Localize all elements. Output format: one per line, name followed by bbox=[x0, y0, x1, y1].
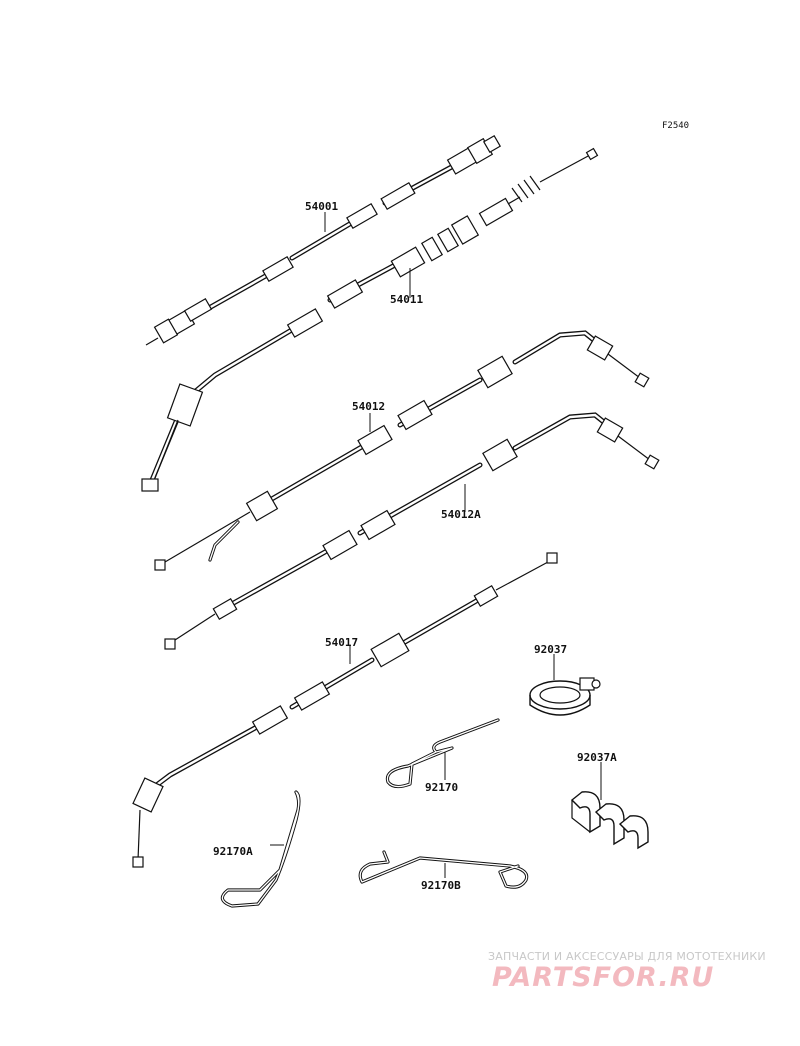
figure-code: F2540 bbox=[662, 121, 689, 131]
label-92170A: 92170A bbox=[213, 845, 253, 858]
label-92170B: 92170B bbox=[421, 879, 461, 892]
clamp-92037 bbox=[529, 677, 601, 716]
label-92037A: 92037A bbox=[577, 751, 617, 764]
clamp-92037A bbox=[570, 791, 649, 850]
leader-lines bbox=[270, 212, 602, 878]
speedometer-cable-54001 bbox=[145, 134, 502, 346]
label-54001: 54001 bbox=[305, 200, 338, 213]
label-54012A: 54012A bbox=[441, 508, 481, 521]
label-54017: 54017 bbox=[325, 636, 358, 649]
label-54011: 54011 bbox=[390, 293, 423, 306]
watermark-logo: PARTSFOR.RU bbox=[492, 962, 715, 993]
throttle-cable-54012 bbox=[154, 330, 650, 571]
watermark-tagline: ЗАПЧАСТИ И АКСЕССУАРЫ ДЛЯ МОТОТЕХНИКИ bbox=[488, 950, 766, 963]
label-92170: 92170 bbox=[425, 781, 458, 794]
cable-54017 bbox=[132, 552, 558, 868]
throttle-cable-54012A bbox=[164, 412, 660, 650]
clip-92170B bbox=[358, 850, 529, 889]
label-54012: 54012 bbox=[352, 400, 385, 413]
clip-92170 bbox=[385, 718, 500, 789]
choke-cable-54011 bbox=[141, 147, 599, 492]
label-92037: 92037 bbox=[534, 643, 567, 656]
clip-92170A bbox=[220, 790, 301, 908]
